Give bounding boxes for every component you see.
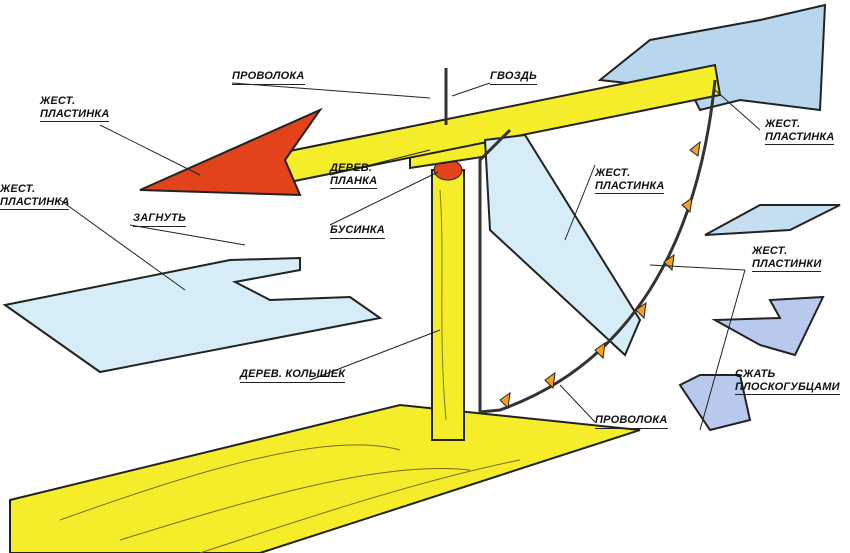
label-wire-top: ПРОВОЛОКА [232,70,305,85]
clamped-plate [678,374,752,432]
label-tail-plate: ЖЕСТ.ПЛАСТИНКА [765,118,835,145]
label-vane-plate: ЖЕСТ.ПЛАСТИНКА [595,167,665,194]
label-line: ПЛАСТИНКА [40,108,110,122]
label-line: ПЛАСТИНКИ [752,258,822,272]
leader-lines [59,82,761,431]
label-line: ЖЕСТ. [752,245,788,257]
base-board [9,403,641,553]
scale-ticks [499,140,701,410]
label-line: ПЛАСТИНКА [595,180,665,194]
label-line: ЖЕСТ. [0,183,36,195]
label-line: ПЛАСТИНКА [0,196,70,210]
label-bend: ЗАГНУТЬ [133,212,187,227]
label-line: ПЛАСТИНКА [765,131,835,145]
wooden-peg [431,169,465,441]
label-bead: БУСИНКА [330,224,385,239]
label-arrow-plate: ЖЕСТ.ПЛАСТИНКА [40,95,110,122]
label-nail: ГВОЗДЬ [490,70,537,85]
label-line: СЖАТЬ [735,368,776,380]
bent-plate [711,295,825,357]
arrow-head [139,107,323,197]
label-line: ПЛОСКОГУБЦАМИ [735,381,840,395]
vane-plate [483,133,642,357]
label-wood-bar: ДЕРЕВ.ПЛАНКА [330,162,378,189]
label-wood-peg: ДЕРЕВ. КОЛЫШЕК [240,368,346,383]
small-plate [704,204,841,236]
flat-plate [2,256,383,374]
label-wire-bottom: ПРОВОЛОКА [595,414,668,429]
scale-wire [478,79,717,414]
label-line: ЖЕСТ. [40,95,76,107]
label-plates: ЖЕСТ.ПЛАСТИНКИ [752,245,822,272]
label-line: ДЕРЕВ. [330,162,373,174]
label-left-plate: ЖЕСТ.ПЛАСТИНКА [0,183,70,210]
label-line: ЖЕСТ. [765,118,801,130]
label-line: ПЛАНКА [330,175,378,189]
label-line: ЖЕСТ. [595,167,631,179]
wood-grain [59,444,521,553]
